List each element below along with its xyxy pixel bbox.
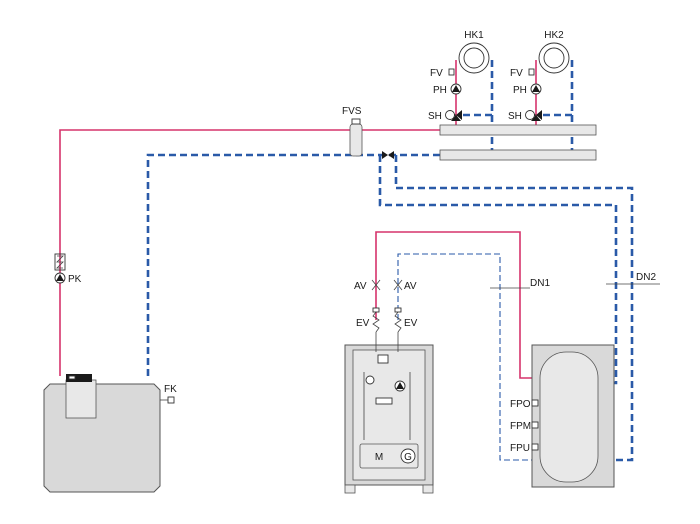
boiler: FK <box>43 374 177 493</box>
return-lines <box>146 60 634 462</box>
tank-vessel <box>539 351 599 483</box>
generator-icon <box>400 448 416 464</box>
flex-hose-fitting <box>394 307 402 313</box>
boiler-body <box>43 383 161 493</box>
chp-unit: M G <box>344 332 434 494</box>
check-valve-icon <box>56 255 64 269</box>
fpm-label: FPM <box>510 421 531 432</box>
flex-hose-icon <box>372 311 380 333</box>
gauge-icon <box>365 375 375 385</box>
pump-icon-arrow <box>532 85 540 92</box>
boiler-return-pipe <box>146 153 440 376</box>
flex-hose-fitting <box>372 307 380 313</box>
mixing-valve-icon-bottom <box>451 115 461 121</box>
fpu-label: FPU <box>510 443 530 454</box>
fk-label: FK <box>164 384 177 395</box>
boiler-supply-pipe <box>59 129 440 376</box>
generator-label: G <box>404 452 412 463</box>
ph-label: PH <box>433 85 447 96</box>
heating-circuit-hk2: HK2 FV PH SH <box>508 30 570 122</box>
ev-label: EV <box>356 318 370 329</box>
fv-label: FV <box>510 68 523 79</box>
flex-hose-icon <box>394 311 402 333</box>
boiler-burner <box>65 379 97 419</box>
fpo-label: FPO <box>510 399 531 410</box>
boiler-control-panel <box>66 374 92 382</box>
boiler-display <box>68 375 76 380</box>
sensor-icon <box>448 68 455 76</box>
buffer-storage-tank: FPO FPM FPU <box>510 344 615 488</box>
ph-label: PH <box>513 85 527 96</box>
chp-foot-left <box>344 484 356 494</box>
supply-header <box>439 124 597 136</box>
sensor-icon <box>167 396 175 404</box>
mixing-valve-icon-right <box>456 110 462 120</box>
fv-label: FV <box>430 68 443 79</box>
check-valve-frame <box>54 253 66 271</box>
av-label: AV <box>354 281 367 292</box>
av-label: AV <box>404 281 417 292</box>
heating-circuit-hk1: HK1 FV PH SH <box>428 30 490 122</box>
pump-icon-arrow <box>452 85 460 92</box>
sensor-icon <box>531 443 539 451</box>
mixing-valve-icon-right <box>536 110 542 120</box>
dn1-label: DN1 <box>530 278 550 289</box>
ev-label: EV <box>404 318 418 329</box>
valve-motor-icon <box>525 110 535 120</box>
supply-lines <box>59 60 540 379</box>
radiator-icon-inner <box>463 47 485 69</box>
chp-foot-right <box>422 484 434 494</box>
mixing-valve-icon-bottom <box>531 115 541 121</box>
boiler-pump-pk: PK <box>54 253 82 285</box>
chp-display <box>377 354 389 364</box>
hk2-label: HK2 <box>544 30 564 41</box>
valve-motor-icon <box>445 110 455 120</box>
chp-valves: AV AV EV EV <box>354 279 418 333</box>
fvs-label: FVS <box>342 106 362 117</box>
dn2-label: DN2 <box>636 272 656 283</box>
shutoff-valve-icon-x <box>393 279 403 291</box>
sh-label: SH <box>508 111 522 122</box>
motor-label: M <box>375 452 383 463</box>
hk1-label: HK1 <box>464 30 484 41</box>
sh-label: SH <box>428 111 442 122</box>
sensor-icon <box>531 421 539 429</box>
chp-return-pipe <box>397 253 540 461</box>
shutoff-valve-icon <box>382 151 388 159</box>
shutoff-valve-icon-x <box>371 279 381 291</box>
pump-icon-arrow <box>396 382 404 389</box>
air-separator-body <box>349 123 363 157</box>
chp-sensor-block <box>375 397 393 405</box>
return-header <box>439 149 597 161</box>
pk-label: PK <box>68 274 82 285</box>
radiator-icon-inner <box>543 47 565 69</box>
dn2-pipe-inner <box>394 155 634 462</box>
engine-block <box>359 443 419 469</box>
dn2-pipe-outer <box>378 155 618 385</box>
sensor-icon <box>531 399 539 407</box>
pump-icon-arrow <box>56 274 64 281</box>
chp-supply-pipe <box>375 231 540 379</box>
sensor-icon <box>528 68 535 76</box>
air-separator-fvs: FVS <box>342 106 363 157</box>
shutoff-valve-icon-right <box>388 151 394 159</box>
air-vent-icon <box>351 118 361 125</box>
